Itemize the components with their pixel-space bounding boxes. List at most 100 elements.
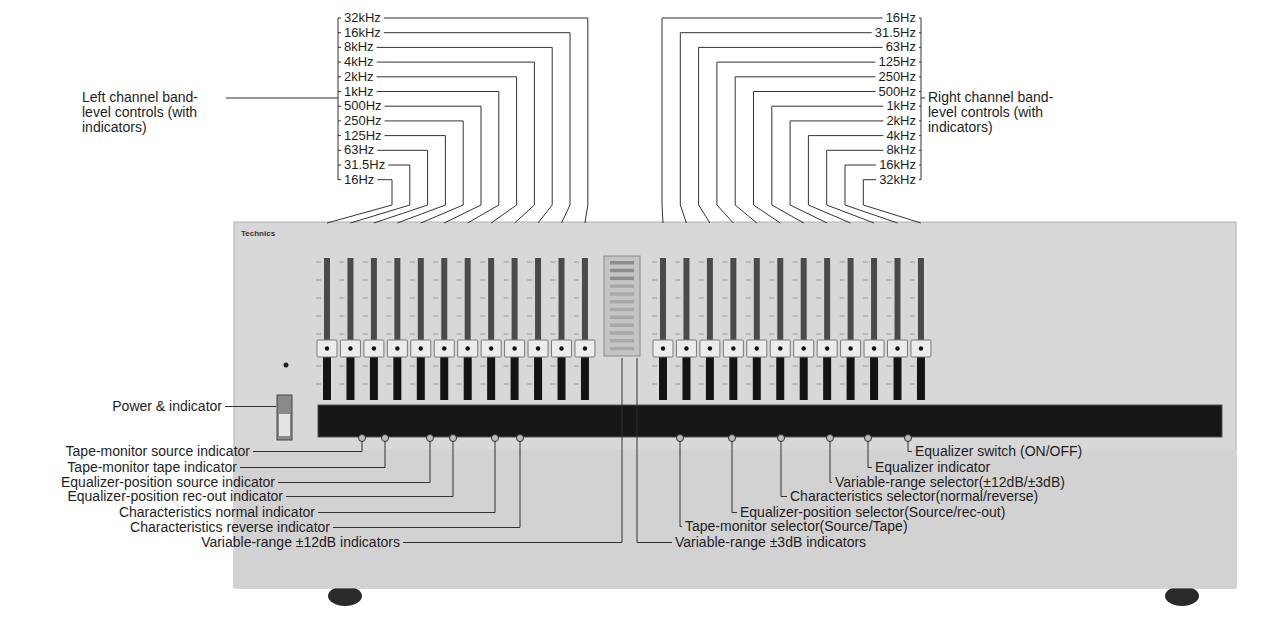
leader-line (226, 98, 338, 99)
slider-track (730, 258, 736, 342)
slider-track-lower (682, 356, 690, 400)
scale-tick (816, 384, 821, 385)
leader-line (384, 18, 588, 223)
scale-tick (433, 366, 438, 367)
scale-tick (410, 262, 415, 263)
meter-segment (610, 292, 634, 296)
slider-track-lower (706, 356, 714, 400)
scale-tick (457, 262, 462, 263)
scale-tick (863, 366, 868, 367)
band-frequency-label: 125Hz (344, 129, 382, 143)
slider-track (559, 258, 565, 342)
slider-knob (911, 340, 931, 357)
scale-tick (722, 298, 727, 299)
slider-knob (747, 340, 767, 357)
slider-knob (653, 340, 673, 357)
scale-tick (652, 262, 657, 263)
scale-tick (504, 316, 509, 317)
scale-tick (480, 384, 485, 385)
scale-tick (675, 384, 680, 385)
scale-tick (480, 316, 485, 317)
scale-tick (722, 334, 727, 335)
slider-track-lower (464, 356, 472, 400)
scale-tick (386, 316, 391, 317)
scale-tick (910, 280, 915, 281)
slider-track-lower (370, 356, 378, 400)
power-switch-face (279, 414, 290, 436)
scale-tick (652, 298, 657, 299)
meter-segment (610, 277, 634, 281)
scale-tick (433, 334, 438, 335)
callout-label: Equalizer-position selector(Source/rec-o… (740, 505, 1005, 520)
slider-knob (434, 340, 454, 357)
scale-tick (339, 384, 344, 385)
scale-tick (699, 280, 704, 281)
scale-tick (316, 384, 321, 385)
slider-track-lower (847, 356, 855, 400)
slider-track (465, 258, 471, 342)
leader-line (278, 441, 430, 483)
leader-line (827, 150, 884, 223)
leader-line (868, 441, 872, 468)
scale-tick (746, 280, 751, 281)
scale-tick (793, 262, 798, 263)
scale-tick (769, 280, 774, 281)
scale-tick (339, 316, 344, 317)
callout-label: Equalizer-position source indicator (61, 475, 275, 490)
slider-track-lower (776, 356, 784, 400)
group-label: Left channel band-level controls (with i… (82, 90, 222, 135)
scale-tick (527, 262, 532, 263)
callout-label: Equalizer switch (ON/OFF) (915, 444, 1082, 459)
scale-tick (652, 384, 657, 385)
leader-line (377, 92, 499, 224)
slider-track-lower (581, 356, 589, 400)
scale-tick (769, 334, 774, 335)
scale-tick (457, 384, 462, 385)
band-frequency-label: 2kHz (886, 114, 916, 128)
scale-tick (675, 366, 680, 367)
scale-tick (457, 316, 462, 317)
slider-track-lower (870, 356, 878, 400)
band-frequency-label: 8kHz (886, 143, 916, 157)
band-frequency-label: 63Hz (886, 40, 916, 54)
scale-tick (316, 316, 321, 317)
leader-line (637, 358, 672, 543)
power-indicator (284, 363, 289, 368)
scale-tick (527, 366, 532, 367)
knob-indicator (872, 346, 876, 350)
slider-track (754, 258, 760, 342)
scale-tick (793, 366, 798, 367)
scale-tick (887, 298, 892, 299)
scale-tick (527, 334, 532, 335)
band-frequency-label: 125Hz (878, 55, 916, 69)
scale-tick (910, 298, 915, 299)
band-frequency-label: 500Hz (878, 85, 916, 99)
band-frequency-label: 16Hz (344, 173, 374, 187)
scale-tick (816, 334, 821, 335)
knob-indicator (755, 346, 759, 350)
knob-indicator (778, 346, 782, 350)
leader-line (253, 441, 362, 452)
band-frequency-label: 1kHz (886, 99, 916, 113)
scale-tick (527, 298, 532, 299)
scale-tick (652, 334, 657, 335)
scale-tick (746, 316, 751, 317)
band-frequency-label: 8kHz (344, 40, 374, 54)
meter-segment (610, 339, 634, 343)
slider-track-lower (823, 356, 831, 400)
scale-tick (363, 262, 368, 263)
slider-track (441, 258, 447, 342)
knob-indicator (512, 346, 516, 350)
leader-line (680, 441, 682, 527)
slider-track-lower (917, 356, 925, 400)
button-strip (318, 405, 1222, 437)
scale-tick (652, 366, 657, 367)
slider-knob (841, 340, 861, 357)
scale-tick (551, 334, 556, 335)
knob-indicator (848, 346, 852, 350)
knob-indicator (895, 346, 899, 350)
knob-indicator (489, 346, 493, 350)
slider-track-lower (511, 356, 519, 400)
knob-indicator (684, 346, 688, 350)
